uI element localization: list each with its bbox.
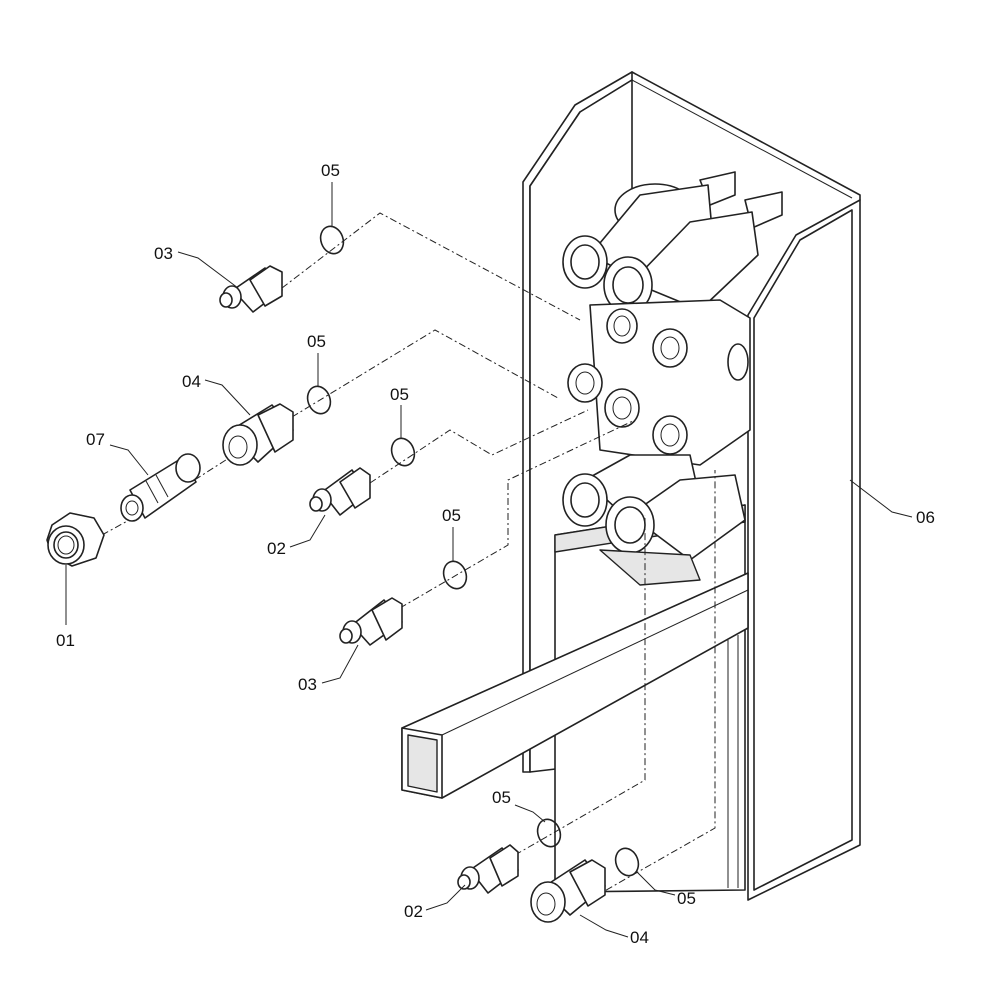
callout-02-lower: 02 <box>404 902 423 921</box>
callout-05-b: 05 <box>307 332 326 351</box>
callout-05-a: 05 <box>321 161 340 180</box>
part-07-hose-nipple <box>120 453 201 522</box>
callout-04-lower: 04 <box>630 928 649 947</box>
callout-05-f: 05 <box>677 889 696 908</box>
part-05-o-rings <box>306 225 640 877</box>
callout-labels: 01 02 02 03 03 04 04 05 05 05 05 05 05 0… <box>56 161 935 947</box>
square-tube <box>401 572 749 799</box>
part-04-fitting-lower <box>530 859 606 923</box>
leader-lines <box>65 182 913 938</box>
part-01-nut <box>46 512 105 567</box>
part-03-fitting-lower <box>339 597 403 646</box>
callout-01: 01 <box>56 631 75 650</box>
part-02-fitting-lower <box>457 844 519 894</box>
callout-03-upper: 03 <box>154 244 173 263</box>
valve-block <box>562 171 783 586</box>
part-03-fitting-upper <box>219 265 283 313</box>
callout-04-upper: 04 <box>182 372 201 391</box>
callout-05-e: 05 <box>492 788 511 807</box>
part-02-fitting-middle <box>309 467 371 516</box>
callout-02-middle: 02 <box>267 539 286 558</box>
callout-03-lower: 03 <box>298 675 317 694</box>
callout-06: 06 <box>916 508 935 527</box>
callout-05-c: 05 <box>390 385 409 404</box>
part-04-fitting-upper <box>222 403 294 466</box>
callout-07: 07 <box>86 430 105 449</box>
assembly-centerlines <box>101 212 716 906</box>
callout-05-d: 05 <box>442 506 461 525</box>
